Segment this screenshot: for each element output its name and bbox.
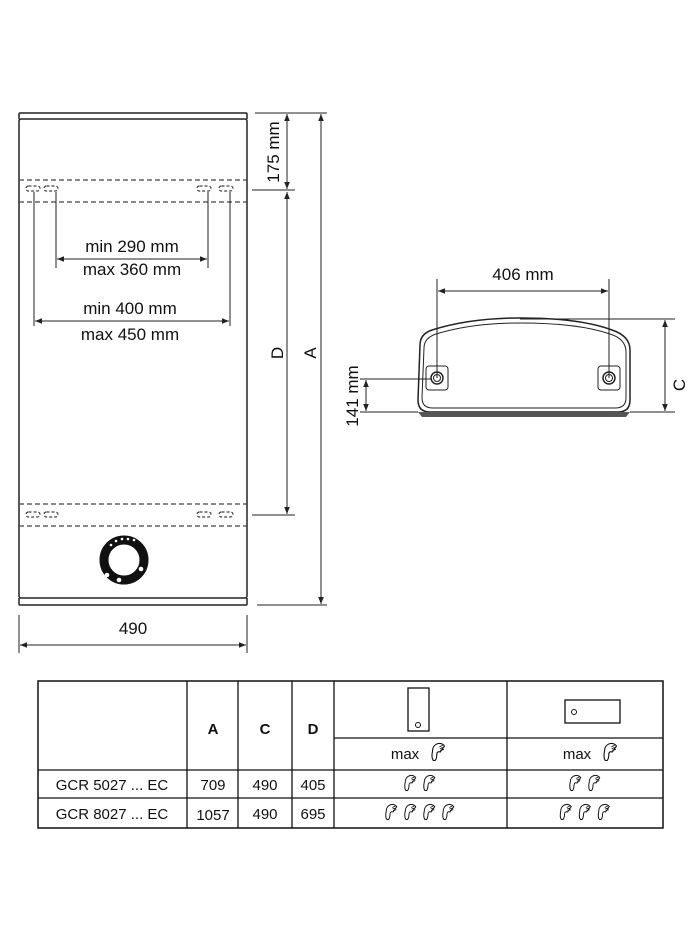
header-a: A <box>208 721 219 738</box>
vertical-install-icon <box>407 687 430 732</box>
header-d: D <box>308 721 319 738</box>
spec-table: A C D max max GCR 5027 ... EC 709 490 40… <box>37 680 664 829</box>
dim-width: 490 <box>119 619 147 638</box>
table-row: GCR 8027 ... EC 1057 490 695 <box>56 803 610 824</box>
horizontal-install-icon <box>564 699 621 724</box>
heater-outline-outer <box>417 317 631 413</box>
label-c: C <box>670 379 689 391</box>
dim-inner-max: max 360 mm <box>83 260 181 279</box>
dim-outer-min: min 400 mm <box>83 299 177 318</box>
dim-top-175: 175 mm <box>264 121 283 182</box>
top-cap <box>18 112 248 119</box>
table-row: GCR 5027 ... EC 709 490 405 <box>56 774 601 794</box>
side-view: 406 mm C 141 mm <box>343 265 689 427</box>
shower-count-horizontal <box>569 774 601 792</box>
shower-icon <box>559 803 572 821</box>
dim-outer-max: max 450 mm <box>81 325 179 344</box>
front-view: min 290 mm max 360 mm min 400 mm max 450… <box>18 112 327 653</box>
shower-icon <box>423 774 436 792</box>
shower-icon <box>404 803 417 821</box>
model-name: GCR 5027 ... EC <box>56 777 169 794</box>
bottom-cap <box>18 598 248 606</box>
shower-icon <box>603 742 618 762</box>
header-c: C <box>260 721 271 738</box>
shower-count-horizontal <box>559 803 610 821</box>
value-c: 490 <box>252 777 277 794</box>
model-name: GCR 8027 ... EC <box>56 806 169 823</box>
shower-count-vertical <box>385 803 455 821</box>
heater-body <box>18 118 248 599</box>
shower-icon <box>404 774 417 792</box>
shower-icon <box>588 774 601 792</box>
dim-inner-min: min 290 mm <box>85 237 179 256</box>
shower-icon <box>431 742 446 762</box>
thermostat-knob-icon <box>99 535 149 585</box>
heater-outline-inner <box>421 322 627 409</box>
shower-icon <box>385 803 398 821</box>
shower-icon <box>442 803 455 821</box>
shower-icon <box>569 774 582 792</box>
base-plate <box>418 412 630 417</box>
max-label-horizontal: max <box>563 746 592 763</box>
value-d: 695 <box>300 806 325 823</box>
value-a: 1057 <box>196 807 229 824</box>
dim-height-141: 141 mm <box>343 365 362 426</box>
value-a: 709 <box>200 777 225 794</box>
shower-count-vertical <box>404 774 436 792</box>
shower-icon <box>578 803 591 821</box>
label-d: D <box>268 347 287 359</box>
dim-holes: 406 mm <box>492 265 553 284</box>
max-label-vertical: max <box>391 746 420 763</box>
label-a: A <box>301 347 320 359</box>
mounting-slots <box>25 185 234 518</box>
shower-icon <box>597 803 610 821</box>
value-d: 405 <box>300 777 325 794</box>
value-c: 490 <box>252 806 277 823</box>
shower-icon <box>423 803 436 821</box>
